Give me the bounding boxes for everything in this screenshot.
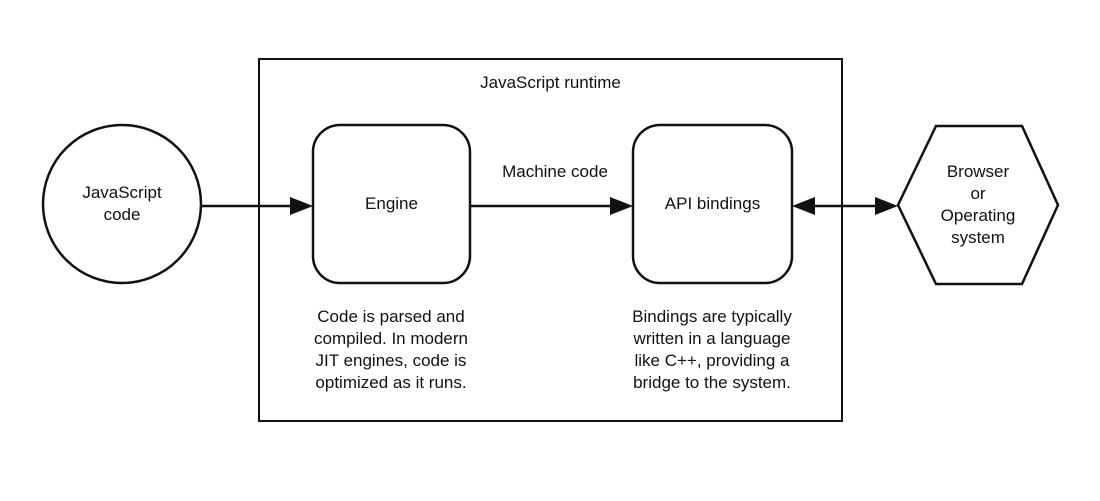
runtime-container-title: JavaScript runtime	[480, 73, 621, 92]
runtime-container-box	[258, 58, 843, 422]
arrowhead-into-api-icon	[610, 197, 633, 215]
browser-os-node-label: Browser or Operating system	[940, 162, 1016, 247]
api-bindings-node-label: API bindings	[664, 194, 761, 213]
machine-code-edge-label: Machine code	[502, 162, 608, 181]
arrowhead-into-engine-icon	[290, 197, 313, 215]
engine-box	[311, 123, 472, 285]
engine-node-label: Engine	[365, 194, 418, 213]
arrowhead-into-api-left-icon	[792, 197, 815, 215]
arrowhead-into-hexagon-icon	[875, 197, 898, 215]
js-code-node-label: JavaScript code	[82, 183, 162, 224]
js-code-circle	[41, 123, 203, 285]
browser-os-hexagon	[896, 124, 1060, 286]
api-bindings-caption-text: Bindings are typically written in a lang…	[632, 307, 792, 392]
engine-caption-text: Code is parsed and compiled. In modern J…	[313, 307, 469, 392]
api-bindings-box	[631, 123, 794, 285]
